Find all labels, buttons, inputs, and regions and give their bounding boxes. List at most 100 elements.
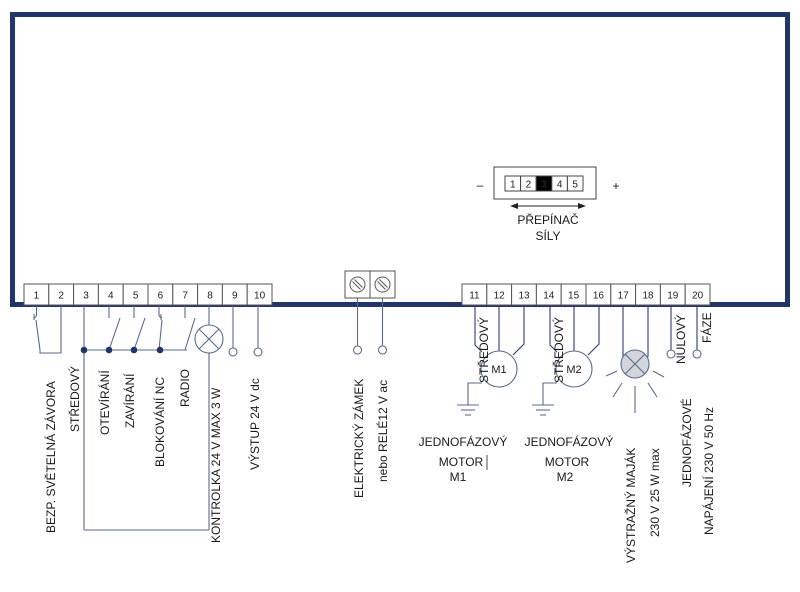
terminal-20: 20 (684, 283, 711, 306)
left-labels: BEZP. SVĚTELNÁ ZÁVORA STŘEDOVÝ OTEVÍRÁNÍ… (43, 366, 262, 543)
terminal-5: 5 (122, 283, 149, 306)
right-wiring: M1 M2 (457, 306, 702, 470)
label-motor1-line3: M1 (450, 470, 467, 484)
terminal-point (352, 345, 363, 355)
ground-icon (532, 404, 554, 416)
terminal-strip-right: 11 12 13 14 15 16 17 18 19 20 (461, 283, 711, 306)
ground-icon (457, 404, 479, 416)
selector-label-line1: PŘEPÍNAČ (517, 212, 579, 227)
relay-wires (352, 298, 388, 355)
label-beacon-line1: VÝSTRAŽNÝ MAJÁK (623, 448, 638, 563)
screw-icon (349, 276, 366, 293)
terminal-point (377, 345, 388, 355)
terminal-number: 6 (158, 291, 164, 302)
selector-label-line2: SÍLY (535, 228, 560, 243)
terminal-number: 5 (133, 291, 139, 302)
label-phase: FÁZE (699, 312, 714, 343)
junction-dot (130, 346, 138, 354)
label-common-m2: STŘEDOVÝ (551, 317, 566, 383)
label-relay-12v: nebo RELÉ12 V ac (375, 380, 390, 482)
motor-m2-symbol: M2 (566, 364, 581, 376)
label-neutral: NULOVÝ (673, 315, 688, 364)
terminal-12: 12 (486, 283, 513, 306)
terminal-number: 7 (182, 291, 188, 302)
selector-minus: – (477, 178, 484, 192)
terminal-number: 10 (254, 291, 266, 302)
selector-position[interactable]: 4 (551, 175, 568, 192)
label-open: OTEVÍRÁNÍ (97, 370, 112, 435)
indicator-lamp-icon (194, 324, 224, 354)
label-motor2-line2: MOTOR (545, 455, 590, 469)
selector-position-number: 5 (572, 180, 578, 191)
relay-terminal-block (344, 270, 396, 299)
terminal-number: 2 (58, 291, 64, 302)
warning-beacon-icon (605, 349, 665, 413)
screw-icon (374, 276, 391, 293)
label-common-left: STŘEDOVÝ (67, 366, 82, 432)
label-motor1-line1: JEDNOFÁZOVÝ (419, 434, 508, 449)
terminal-point (253, 347, 263, 357)
selector-arrow (510, 203, 586, 209)
label-photocell: BEZP. SVĚTELNÁ ZÁVORA (43, 381, 58, 533)
terminal-16: 16 (585, 283, 612, 306)
selector-position-number: 1 (510, 180, 516, 191)
junction-dot (156, 346, 164, 354)
terminal-2: 2 (48, 283, 75, 306)
terminal-number: 20 (692, 291, 704, 302)
terminal-11: 11 (461, 283, 488, 306)
terminal-number: 19 (667, 291, 679, 302)
label-motor2-line3: M2 (557, 470, 574, 484)
selector-position[interactable]: 1 (504, 175, 522, 192)
terminal-13: 13 (511, 283, 537, 306)
terminal-15: 15 (560, 283, 587, 306)
label-close: ZAVÍRÁNÍ (122, 373, 137, 428)
terminal-number: 16 (593, 291, 605, 302)
selector-position-number: 2 (526, 180, 532, 191)
terminal-4: 4 (97, 283, 124, 306)
terminal-number: 4 (108, 291, 114, 302)
label-electric-lock: ELEKTRICKÝ ZÁMEK (351, 379, 366, 498)
motor-m1-icon: M1 (480, 350, 518, 388)
selector-position[interactable]: 5 (566, 175, 584, 192)
right-labels: STŘEDOVÝ STŘEDOVÝ JEDNOFÁZOVÝ MOTOR M1 J… (419, 312, 716, 563)
terminal-number: 13 (518, 291, 530, 302)
label-power-line1: JEDNOFÁZOVÉ (679, 398, 694, 487)
terminal-number: 9 (232, 291, 238, 302)
terminal-7: 7 (172, 283, 199, 306)
label-power-line2: NAPÁJENÍ 230 V 50 Hz (701, 407, 716, 535)
selector-position-active[interactable]: 3 (535, 175, 553, 192)
terminal-number: 17 (618, 291, 630, 302)
label-common-m1: STŘEDOVÝ (476, 317, 491, 383)
terminal-point (228, 347, 238, 357)
terminal-number: 3 (83, 291, 89, 302)
terminal-18: 18 (635, 283, 661, 306)
label-beacon-line2: 230 V 25 W max (648, 448, 662, 537)
terminal-number: 1 (34, 291, 40, 302)
label-block-nc: BLOKOVÁNÍ NC (152, 377, 167, 467)
terminal-number: 14 (543, 291, 555, 302)
label-output-24v: VÝSTUP 24 V dc (247, 378, 262, 470)
selector-position-number: 3 (541, 180, 547, 191)
left-wiring (33, 306, 263, 531)
motor-m2-icon: M2 (555, 350, 593, 388)
terminal-point (666, 349, 676, 359)
selector-plus: + (612, 179, 619, 193)
terminal-17: 17 (610, 283, 637, 306)
label-indicator: KONTROLKA 24 V MAX 3 W (209, 387, 223, 543)
terminal-number: 8 (207, 291, 213, 302)
terminal-number: 18 (642, 291, 654, 302)
motor-m1-symbol: M1 (491, 364, 506, 376)
terminal-number: 12 (494, 291, 506, 302)
terminal-9: 9 (221, 283, 248, 306)
label-motor2-line1: JEDNOFÁZOVÝ (525, 434, 614, 449)
terminal-number: 11 (469, 291, 480, 302)
selector-position[interactable]: 2 (520, 175, 537, 192)
terminal-8: 8 (197, 283, 223, 306)
relay-labels: ELEKTRICKÝ ZÁMEK nebo RELÉ12 V ac (351, 379, 390, 498)
control-unit-frame (10, 12, 790, 307)
terminal-19: 19 (659, 283, 686, 306)
terminal-strip-left: 1 2 3 4 5 6 7 8 9 10 (23, 283, 273, 306)
terminal-point (692, 349, 702, 359)
